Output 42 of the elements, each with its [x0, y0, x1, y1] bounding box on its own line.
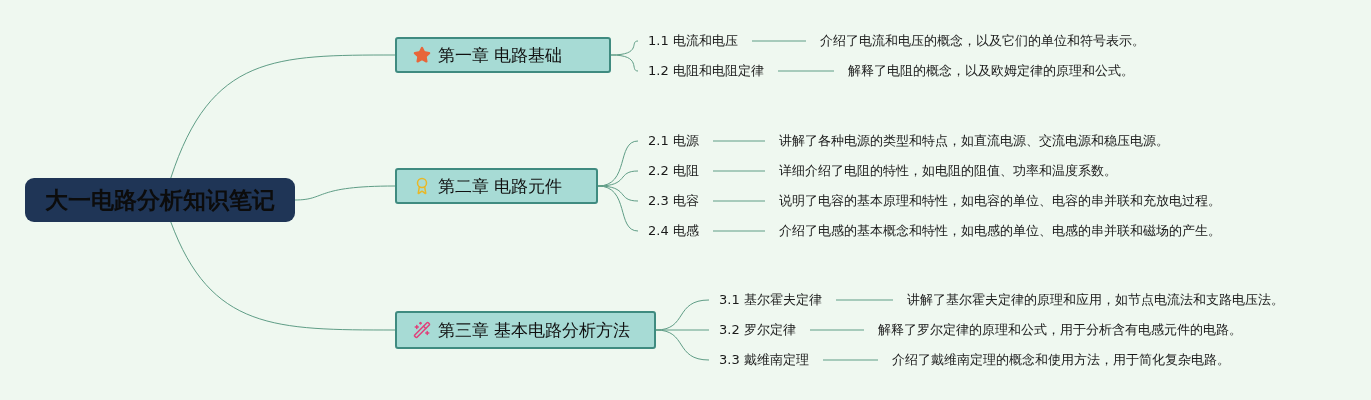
connector-line: [751, 40, 807, 42]
chapter-box: [395, 37, 611, 73]
node-text: 第一章 电路基础: [438, 43, 563, 67]
node-text: 大一电路分析知识笔记: [45, 185, 275, 215]
connector-line: [712, 140, 766, 142]
node-text: 1.1 电流和电压: [648, 33, 738, 48]
node-text: 1.2 电阻和电阻定律: [648, 63, 764, 78]
connector-line: [294, 185, 396, 201]
node-text: 3.2 罗尔定律: [719, 322, 796, 337]
connector-line: [809, 329, 865, 331]
node-text: 介绍了戴维南定理的概念和使用方法，用于简化复杂电路。: [892, 352, 1230, 367]
chapter-box: [395, 168, 598, 204]
connector-line: [610, 54, 639, 72]
connector-line: [170, 221, 396, 331]
root-topic-box: [25, 178, 295, 222]
connector-line: [597, 185, 639, 232]
node-text: 第二章 电路元件: [438, 174, 563, 198]
connector-line: [712, 230, 766, 232]
node-text: 2.2 电阻: [648, 163, 699, 178]
connector-line: [777, 70, 835, 72]
chapter-box: [395, 311, 656, 349]
node-text: 介绍了电流和电压的概念，以及它们的单位和符号表示。: [820, 33, 1145, 48]
connector-line: [597, 185, 639, 202]
node-text: 2.3 电容: [648, 193, 699, 208]
connector-line: [170, 54, 396, 179]
connector-line: [655, 329, 710, 361]
node-text: 解释了电阻的概念，以及欧姆定律的原理和公式。: [848, 63, 1134, 78]
node-text: 说明了电容的基本原理和特性，如电容的单位、电容的串并联和充放电过程。: [779, 193, 1221, 208]
connector-line: [822, 359, 879, 361]
node-text: 第三章 基本电路分析方法: [438, 318, 631, 342]
node-text: 详细介绍了电阻的特性，如电阻的阻值、功率和温度系数。: [779, 163, 1117, 178]
node-text: 3.3 戴维南定理: [719, 352, 809, 367]
connector-line: [835, 299, 894, 301]
node-text: 讲解了基尔霍夫定律的原理和应用，如节点电流法和支路电压法。: [907, 292, 1284, 307]
node-text: 2.1 电源: [648, 133, 699, 148]
node-text: 2.4 电感: [648, 223, 699, 238]
node-text: 介绍了电感的基本概念和特性，如电感的单位、电感的串并联和磁场的产生。: [779, 223, 1221, 238]
connector-line: [712, 170, 766, 172]
connector-line: [712, 200, 766, 202]
node-text: 3.1 基尔霍夫定律: [719, 292, 822, 307]
node-text: 解释了罗尔定律的原理和公式，用于分析含有电感元件的电路。: [878, 322, 1242, 337]
node-text: 讲解了各种电源的类型和特点，如直流电源、交流电源和稳压电源。: [779, 133, 1169, 148]
